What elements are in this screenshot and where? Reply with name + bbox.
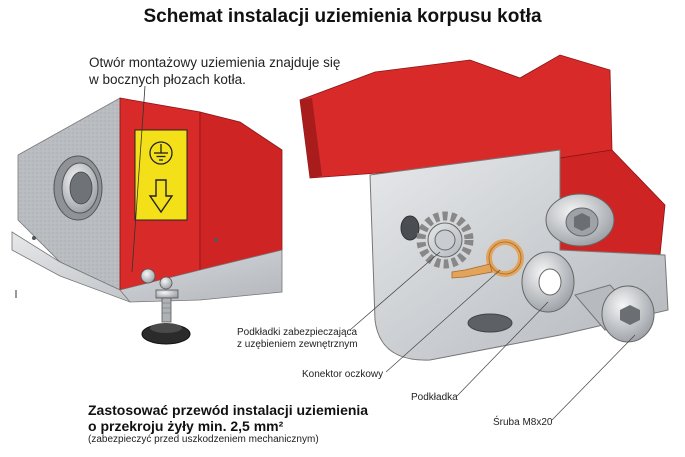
detail-mount-hole bbox=[400, 215, 420, 241]
ground-bolt-b bbox=[159, 276, 173, 290]
ground-bolt-a bbox=[140, 268, 156, 284]
label-screw: Śruba M8x20 bbox=[493, 417, 553, 428]
leader-washer bbox=[456, 301, 549, 397]
boiler-skid bbox=[11, 231, 283, 303]
arrow-down-icon bbox=[148, 179, 174, 214]
label-lock-washers-line-1: Podkładki zabezpieczająca bbox=[237, 327, 358, 338]
ground-symbol-icon bbox=[149, 141, 173, 165]
panel-screw bbox=[214, 238, 218, 242]
note-line-2: w bocznych płozach kotła. bbox=[89, 72, 246, 87]
note-leader-line bbox=[131, 85, 146, 273]
label-ring-connector: Konektor oczkowy bbox=[302, 369, 384, 380]
label-lock-washers-line-2: z uzębieniem zewnętrznym bbox=[237, 339, 358, 350]
note-line-1: Otwór montażowy uziemienia znajduje się bbox=[89, 55, 341, 70]
boiler-red-side bbox=[199, 111, 283, 271]
left-boiler-illustration bbox=[11, 85, 283, 345]
pipe-inner bbox=[69, 171, 93, 205]
requirement-line-2: o przekroju żyły min. 2,5 mm² bbox=[88, 418, 284, 434]
label-lock-washers: Podkładki zabezpieczająca z uzębieniem z… bbox=[237, 327, 358, 351]
leader-washers bbox=[349, 251, 441, 331]
socket-screw-m8x20 bbox=[574, 284, 655, 343]
flat-washer bbox=[521, 251, 575, 313]
requirement-line-1: Zastosować przewód instalacji uziemienia bbox=[88, 402, 369, 418]
ring-connector bbox=[451, 239, 524, 279]
lock-washer-toothed bbox=[416, 211, 474, 269]
foot-thread bbox=[161, 297, 172, 323]
label-washer: Podkładka bbox=[411, 392, 458, 403]
ground-warning-label bbox=[134, 129, 188, 221]
mounted-bolt bbox=[545, 193, 615, 247]
foot-nut bbox=[155, 289, 179, 299]
requirement-subnote: (zabezpieczyć przed uszkodzeniem mechani… bbox=[88, 434, 319, 445]
diagram-title: Schemat instalacji uziemienia korpusu ko… bbox=[143, 6, 542, 27]
wire-requirement: Zastosować przewód instalacji uziemienia… bbox=[88, 402, 408, 434]
skid-rivet bbox=[32, 236, 36, 240]
detail-slot-hole bbox=[467, 313, 513, 333]
right-detail-illustration bbox=[299, 54, 669, 421]
leader-ring bbox=[385, 269, 501, 373]
leader-screw bbox=[551, 334, 636, 421]
mounting-hole-note: Otwór montażowy uziemienia znajduje się … bbox=[89, 54, 369, 88]
